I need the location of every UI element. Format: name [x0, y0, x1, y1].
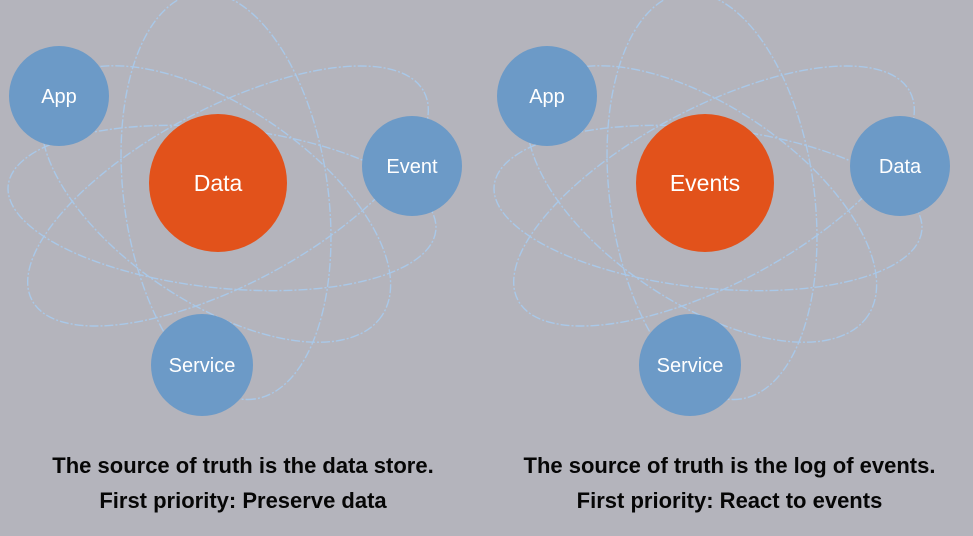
panel-data-centric: Data App Event Service The source of tru… — [0, 0, 486, 536]
nucleus-label: Events — [670, 170, 740, 196]
node-center-data: Data — [149, 114, 287, 252]
caption-line-2: First priority: React to events — [576, 488, 883, 513]
satellite-label: App — [41, 86, 77, 108]
node-center-events: Events — [636, 114, 774, 252]
atom-diagram-data: Data App Event Service — [7, 0, 462, 416]
node-app: App — [9, 46, 109, 146]
satellite-label: App — [529, 86, 565, 108]
satellite-label: Data — [879, 156, 922, 178]
node-app: App — [497, 46, 597, 146]
nucleus-label: Data — [194, 170, 243, 196]
satellite-circle — [497, 46, 597, 146]
orbit-ellipse — [26, 65, 430, 327]
caption-event-centric: The source of truth is the log of events… — [486, 448, 973, 518]
nucleus-circle — [149, 114, 287, 252]
orbit-ellipse — [606, 0, 818, 401]
satellite-label: Event — [386, 156, 438, 178]
node-service: Service — [151, 314, 253, 416]
satellite-circle — [9, 46, 109, 146]
satellite-circle — [362, 116, 462, 216]
caption-data-centric: The source of truth is the data store. F… — [0, 448, 486, 518]
node-event: Event — [362, 116, 462, 216]
satellite-circle — [850, 116, 950, 216]
caption-line-2: First priority: Preserve data — [99, 488, 387, 513]
caption-line-1: The source of truth is the data store. — [52, 453, 434, 478]
satellite-label: Service — [657, 355, 724, 377]
node-data: Data — [850, 116, 950, 216]
orbit-ellipse — [120, 0, 332, 401]
satellite-label: Service — [169, 355, 236, 377]
node-service: Service — [639, 314, 741, 416]
atom-diagram-events: Events App Data Service — [493, 0, 950, 416]
satellite-circle — [151, 314, 253, 416]
nucleus-circle — [636, 114, 774, 252]
satellite-circle — [639, 314, 741, 416]
caption-line-1: The source of truth is the log of events… — [523, 453, 936, 478]
panel-event-centric: Events App Data Service The source of tr… — [486, 0, 973, 536]
